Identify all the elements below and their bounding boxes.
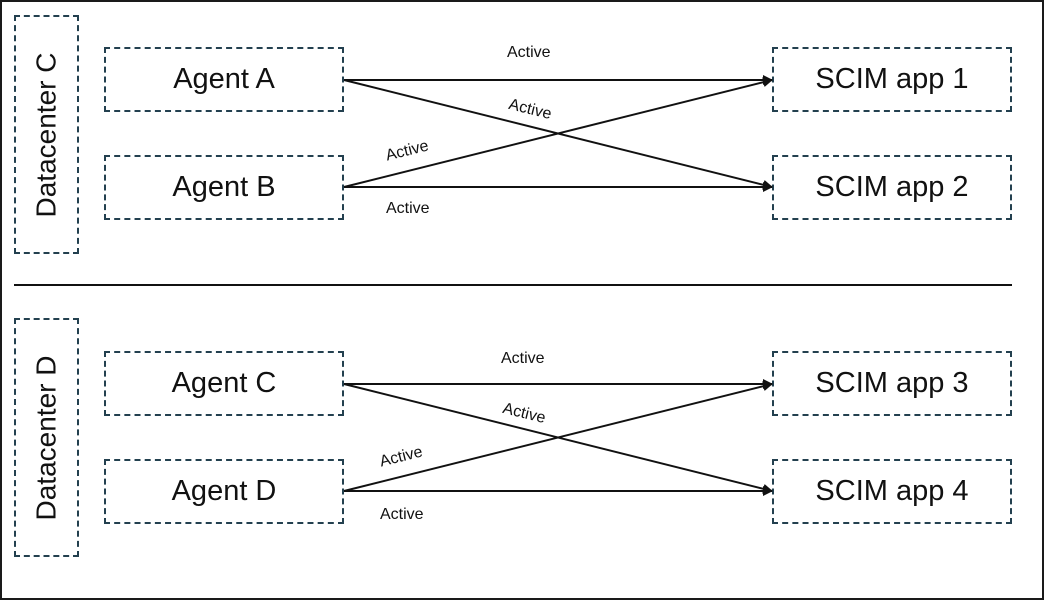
agent-d-box: Agent D (104, 459, 344, 524)
agent-b-box: Agent B (104, 155, 344, 220)
scim-app-4-box: SCIM app 4 (772, 459, 1012, 524)
agent-a-box: Agent A (104, 47, 344, 112)
datacenter-c-box: Datacenter C (14, 15, 79, 254)
agent-c-box: Agent C (104, 351, 344, 416)
scim-app-1-box: SCIM app 1 (772, 47, 1012, 112)
edge-label-agent-d-to-scim-app-4: Active (380, 506, 424, 523)
edge-label-agent-b-to-scim-app-2: Active (386, 200, 430, 217)
datacenter-d-box: Datacenter D (14, 318, 79, 557)
edge-agent-d-to-scim-app-3 (343, 381, 773, 492)
edge-label-agent-c-to-scim-app-3: Active (501, 350, 545, 367)
scim-app-2-box: SCIM app 2 (772, 155, 1012, 220)
edge-label-agent-a-to-scim-app-1: Active (507, 44, 551, 61)
edge-agent-b-to-scim-app-1 (343, 77, 773, 188)
scim-app-3-box: SCIM app 3 (772, 351, 1012, 416)
section-divider (14, 284, 1012, 286)
